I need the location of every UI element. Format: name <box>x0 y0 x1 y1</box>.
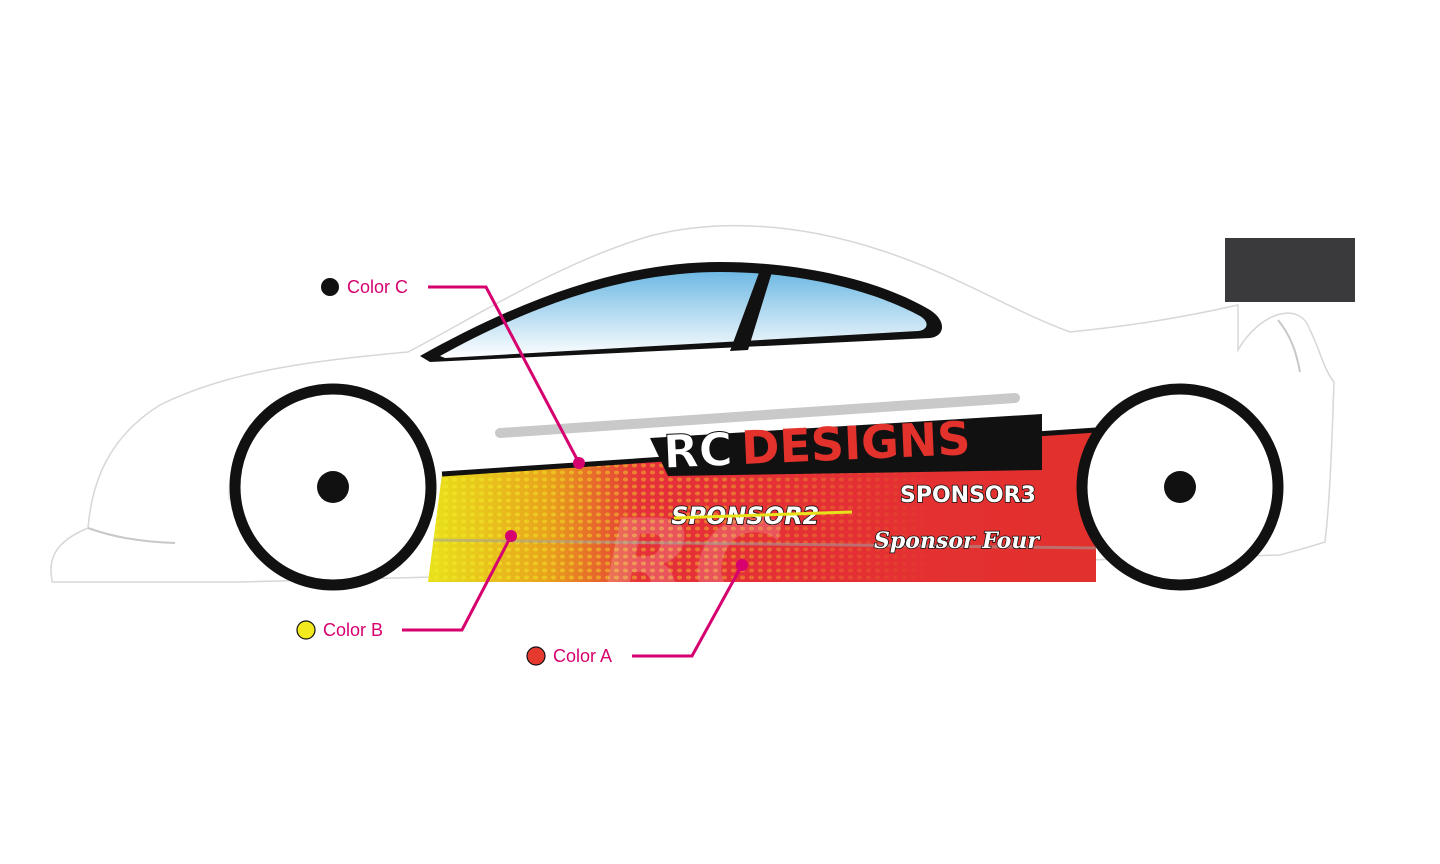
brand-logo-backing <box>650 414 1042 476</box>
cabin-windows <box>420 262 942 362</box>
sponsor-four: Sponsor Four <box>874 528 1040 554</box>
callout-c-anchor-dot <box>573 457 585 469</box>
wing-plate <box>1225 238 1355 302</box>
front-splitter-line <box>87 527 176 544</box>
front-wheel <box>228 383 437 591</box>
sponsor-2-stripe <box>673 510 853 520</box>
brand-designs: DESIGNS <box>740 411 971 475</box>
sponsor-decals: SPONSOR2 SPONSOR3 Sponsor Four <box>668 482 1041 555</box>
rear-fin-line <box>1277 319 1301 373</box>
brand-rc: RC <box>662 422 733 479</box>
callout-b-leader <box>402 535 513 632</box>
brand-logo: RC DESIGNS <box>650 411 1042 479</box>
callout-a-swatch <box>526 646 546 666</box>
sponsor-3: SPONSOR3 <box>900 483 1036 508</box>
callout-color-c: Color C <box>321 277 585 469</box>
callout-a-leader <box>632 564 744 658</box>
callout-c-swatch <box>321 278 339 296</box>
callout-color-a: Color A <box>526 559 748 666</box>
window-glass <box>440 272 927 358</box>
window-pillar <box>730 270 772 351</box>
callout-a-anchor-dot <box>736 559 748 571</box>
rear-wheel <box>1076 383 1284 591</box>
side-trim <box>495 393 1020 438</box>
callout-c-label: Color C <box>347 277 408 297</box>
callout-color-b: Color B <box>296 530 517 640</box>
callout-b-anchor-dot <box>505 530 517 542</box>
callout-b-label: Color B <box>323 620 383 640</box>
rear-hub <box>1164 471 1196 503</box>
panel-body-line <box>429 538 1096 550</box>
watermark-text: RC <box>585 493 795 633</box>
livery-panel: RC RC DESIGNS SPONSOR2 SPONSOR3 Sponsor … <box>428 411 1097 633</box>
front-hub <box>317 471 349 503</box>
callout-b-swatch <box>296 620 316 640</box>
callout-a-label: Color A <box>553 646 612 666</box>
callout-c-leader <box>428 285 581 464</box>
rear-wing <box>1225 238 1355 302</box>
